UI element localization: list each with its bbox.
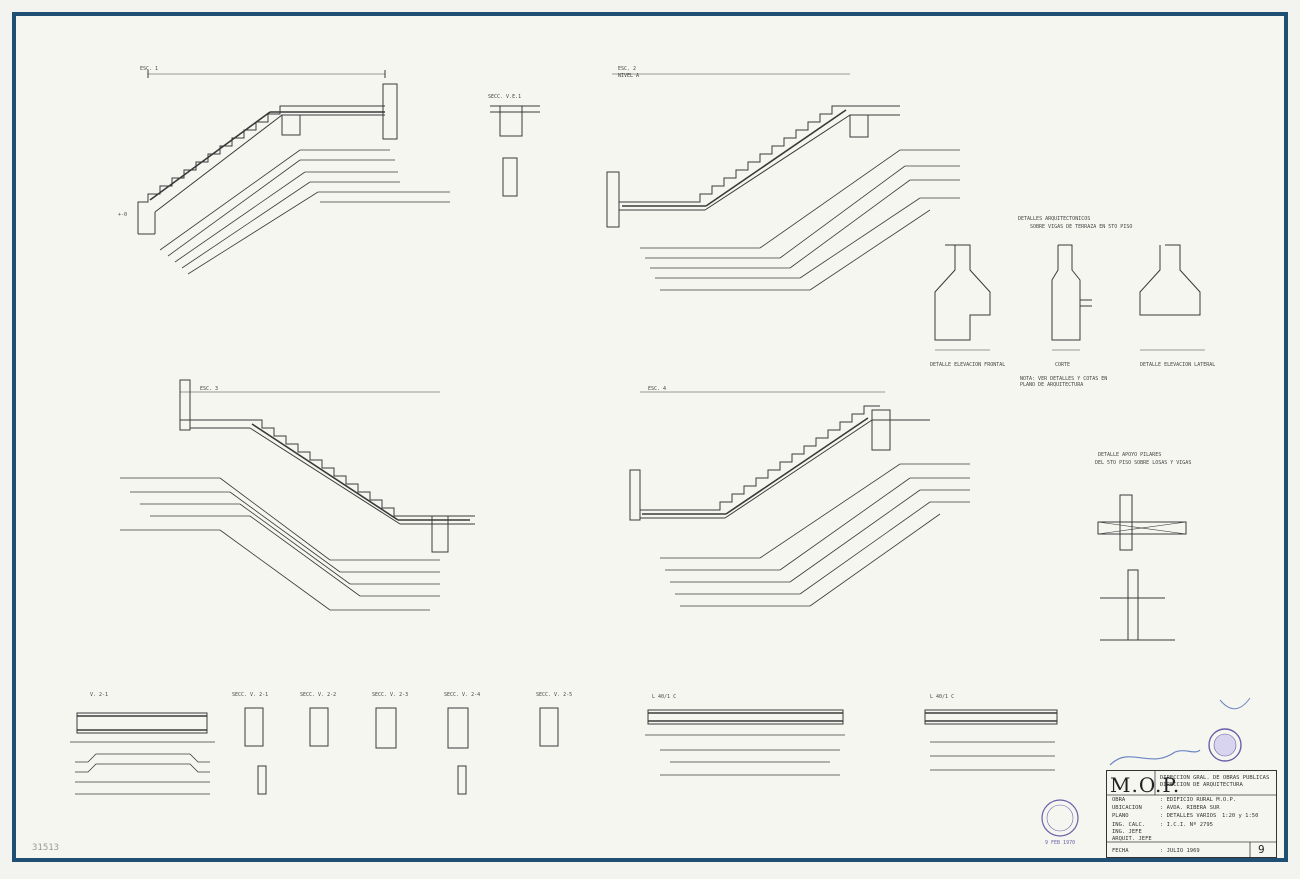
arch-details-subtitle: SOBRE VIGAS DE TERRAZA EN 5TO PISO: [1030, 224, 1133, 230]
slab-1-label: L 40/1 C: [652, 694, 677, 700]
ing-calc-label: ING. CALC.: [1112, 822, 1146, 828]
ubicacion-value: : AVDA. RIBERA SUR: [1160, 805, 1220, 811]
fecha-label: FECHA: [1112, 848, 1129, 854]
stair-3-label: ESC. 3: [200, 386, 219, 392]
section-beam-detail: [490, 105, 540, 197]
slab-elevation-1: [645, 709, 845, 776]
stair-top-left: [137, 70, 450, 275]
title-block-lines: [1106, 770, 1277, 858]
stair-top-right: [606, 73, 960, 291]
stair-1-label: ESC. 1: [140, 66, 159, 72]
plano-label: PLANO: [1112, 813, 1129, 819]
pillar-details-subtitle: DEL 5TO PISO SOBRE LOSAS Y VIGAS: [1095, 460, 1192, 466]
slab-elevation-2: [924, 709, 1058, 771]
stair-mid-left: [120, 379, 475, 611]
fecha-value: : JULIO 1969: [1160, 848, 1200, 854]
pillar-details: [1097, 494, 1187, 641]
section-beam-label: SECC. V.E.1: [488, 94, 522, 100]
sheet-number: 9: [1258, 843, 1265, 856]
obra-label: OBRA: [1112, 797, 1126, 803]
ing-jefe-label: ING. JEFE: [1112, 829, 1142, 835]
date-stamp: 9 FEB 1970: [1045, 840, 1076, 846]
archive-number: 31513: [32, 843, 60, 853]
beam-section-5-label: SECC. V. 2-5: [536, 692, 573, 698]
title-block-header: DIRECCION GRAL. DE OBRAS PUBLICAS DIRECC…: [1160, 775, 1269, 789]
stair-mid-right: [629, 391, 970, 607]
beam-section-4-label: SECC. V. 2-4: [444, 692, 481, 698]
header-line-1: DIRECCION GRAL. DE OBRAS PUBLICAS: [1160, 775, 1270, 781]
mop-logo: M.O.P.: [1110, 773, 1181, 797]
stair-1-level: +-0: [118, 212, 128, 218]
beam-sections: [244, 707, 559, 795]
beam-section-3-label: SECC. V. 2-3: [372, 692, 409, 698]
stamps: [1041, 697, 1251, 837]
stair-2-sublabel: NIVEL A: [618, 73, 640, 79]
beam-section-1-label: SECC. V. 2-1: [232, 692, 269, 698]
title-block: [1106, 770, 1277, 858]
ing-calc-value: : I.C.I. Nº 2795: [1160, 822, 1213, 828]
stair-2-label: ESC. 2: [618, 66, 637, 72]
beam-section-2-label: SECC. V. 2-2: [300, 692, 337, 698]
beam-elevation-1: [70, 712, 215, 795]
arq-jefe-label: ARQUIT. JEFE: [1112, 836, 1152, 842]
architectural-details: [934, 244, 1205, 351]
elevation-side-label: DETALLE ELEVACION LATERAL: [1140, 362, 1216, 368]
plano-value: : DETALLES VARIOS: [1160, 813, 1217, 819]
ubicacion-label: UBICACION: [1112, 805, 1142, 811]
slab-2-label: L 40/1 C: [930, 694, 955, 700]
arch-details-title: DETALLES ARQUITECTONICOS: [1018, 216, 1091, 222]
pillar-details-title: DETALLE APOYO PILARES: [1098, 452, 1162, 458]
elevation-front-label: DETALLE ELEVACION FRONTAL: [930, 362, 1006, 368]
obra-value: : EDIFICIO RURAL M.O.P.: [1160, 797, 1237, 803]
section-cut-label: CORTE: [1055, 362, 1071, 368]
stair-4-label: ESC. 4: [648, 386, 667, 392]
note-text: NOTA: VER DETALLES Y COTAS EN PLANO DE A…: [1020, 376, 1108, 388]
beam-v21-title: V. 2-1: [90, 692, 109, 698]
header-line-2: DIRECCION DE ARQUITECTURA: [1160, 782, 1243, 788]
scale-value: 1:20 y 1:50: [1222, 813, 1259, 819]
